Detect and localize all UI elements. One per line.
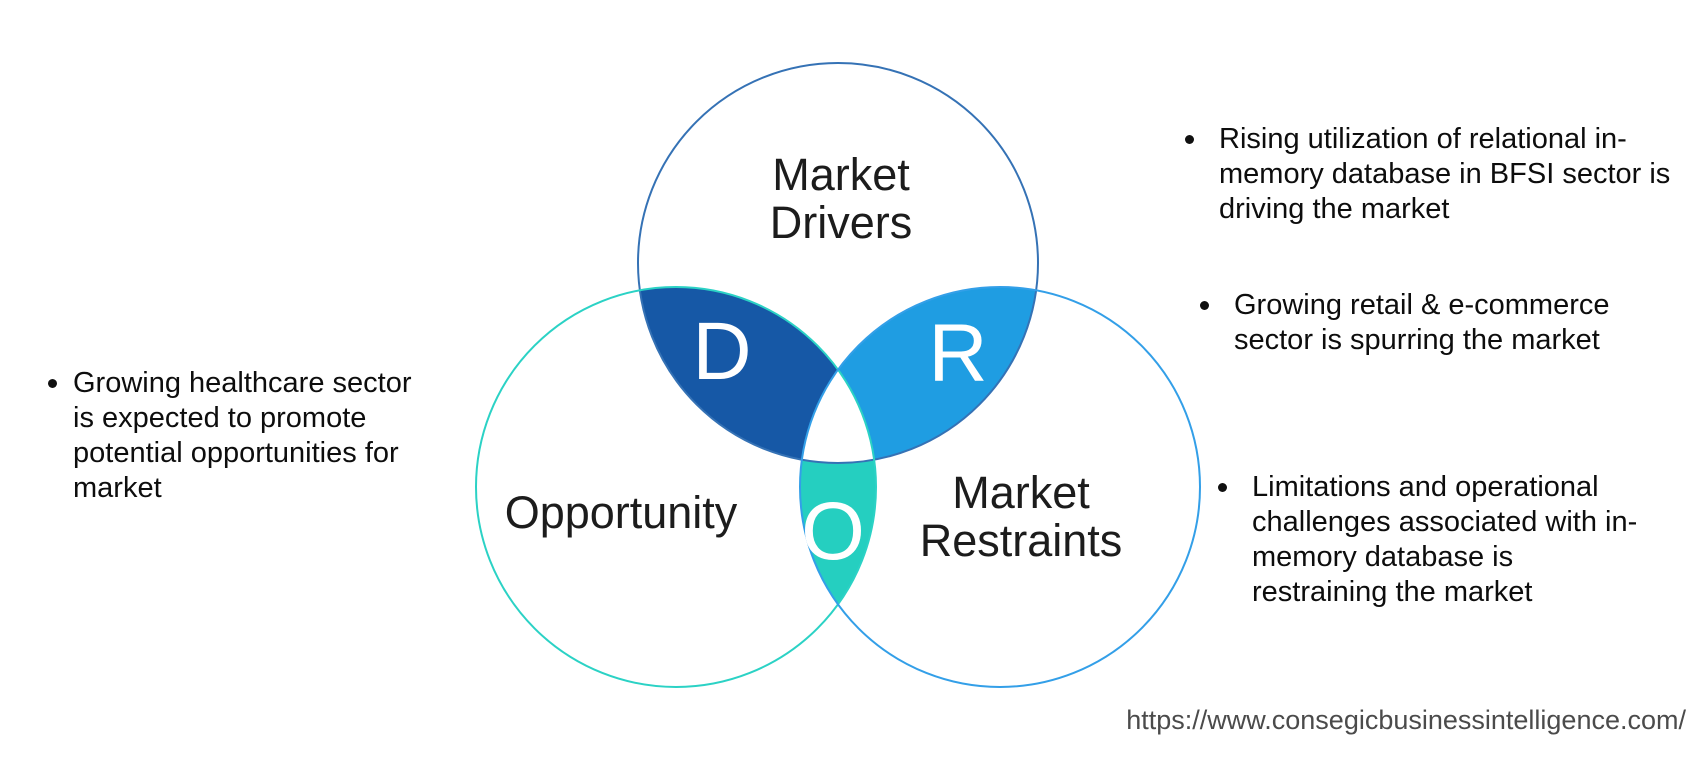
bullet-bfsi-driver: Rising utilization of relational in- mem…: [1185, 122, 1670, 227]
bullet-dot: [48, 379, 57, 388]
label-market-drivers: Market Drivers: [769, 149, 913, 248]
letter-r: R: [928, 308, 988, 399]
bullet-bfsi-text: Rising utilization of relational in- mem…: [1219, 123, 1671, 225]
bullet-healthcare-text: Growing healthcare sector is expected to…: [73, 367, 412, 504]
bullet-dot: [1218, 483, 1227, 492]
restraints-circle-outline: [799, 286, 1201, 688]
label-market-restraints: Market Restraints: [919, 467, 1123, 566]
bullet-retail-text: Growing retail & e-commerce sector is sp…: [1234, 289, 1610, 356]
bullet-healthcare-opportunity: Growing healthcare sector is expected to…: [48, 366, 412, 506]
bullet-dot: [1200, 301, 1209, 310]
letter-o: O: [801, 486, 865, 577]
bullet-limitations-text: Limitations and operational challenges a…: [1252, 471, 1638, 608]
label-opportunity: Opportunity: [504, 487, 738, 538]
bullet-retail-driver: Growing retail & e-commerce sector is sp…: [1200, 288, 1610, 358]
bullet-dot: [1185, 135, 1194, 144]
letter-d: D: [692, 306, 752, 397]
lens-drivers-restraints: [800, 287, 1038, 463]
opportunity-circle-outline: [475, 286, 877, 688]
source-url: https://www.consegicbusinessintelligence…: [1126, 705, 1686, 735]
drivers-circle-outline: [637, 62, 1039, 464]
lens-drivers-opportunity: [638, 287, 876, 463]
bullet-limitations-restraint: Limitations and operational challenges a…: [1218, 470, 1637, 610]
